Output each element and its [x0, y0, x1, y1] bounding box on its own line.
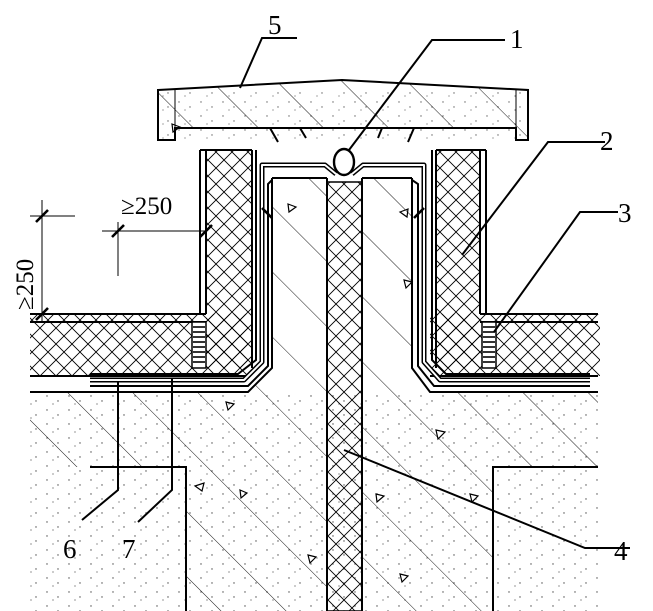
callout-5: 5 — [268, 10, 282, 40]
aggregate-marks — [171, 123, 480, 584]
precast-cover-slab — [157, 78, 529, 143]
backer-rod — [332, 147, 356, 177]
parapet-insulation — [199, 149, 487, 368]
dimension-lines — [30, 200, 213, 322]
joint-filler — [326, 181, 363, 611]
callout-4: 4 — [614, 536, 628, 566]
waterproof-membrane — [90, 150, 590, 387]
callout-1: 1 — [510, 24, 524, 54]
dimension-vertical-label: ≥250 — [12, 259, 39, 310]
leader-lines — [81, 37, 630, 549]
sealant-strips — [191, 321, 497, 369]
callout-2: 2 — [600, 126, 614, 156]
callout-6: 6 — [63, 534, 77, 564]
callout-7: 7 — [122, 534, 136, 564]
dimension-horizontal-label: ≥250 — [121, 193, 172, 220]
callout-3: 3 — [618, 198, 632, 228]
concrete-structure — [30, 123, 600, 611]
